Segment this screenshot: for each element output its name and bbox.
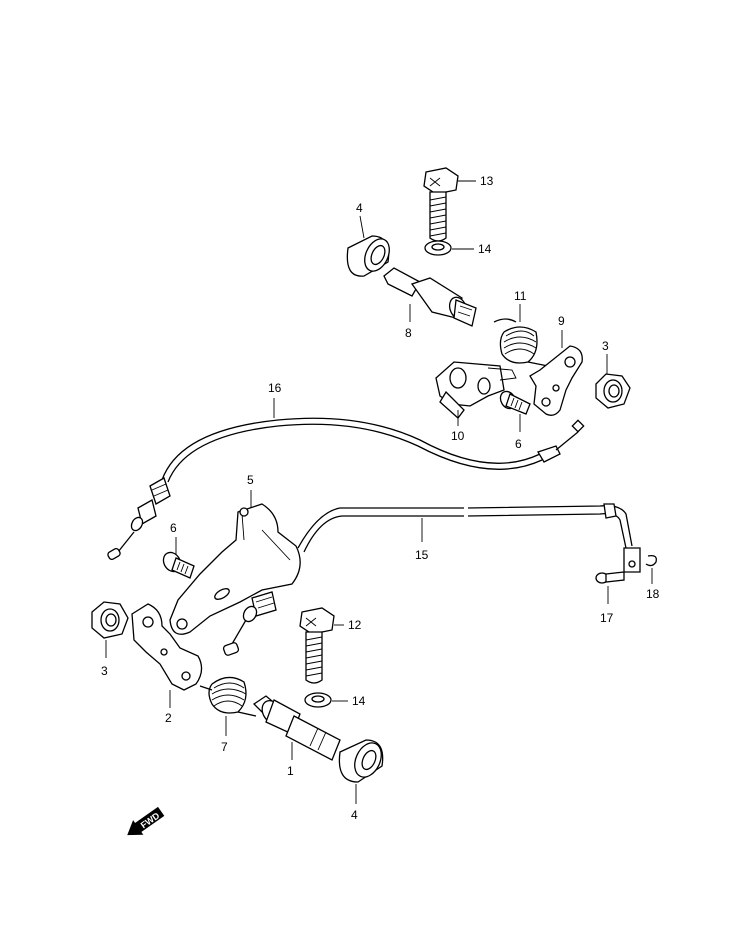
callout-2: 2 [165,711,172,725]
callout-3-upper: 3 [602,339,609,353]
callout-1: 1 [287,764,294,778]
nut-3-lower[interactable] [91,601,129,639]
fwd-arrow-icon: FWD [127,806,165,836]
cable-rod-15[interactable] [222,503,641,656]
lever-2[interactable] [131,603,203,691]
oil-seal-4-upper[interactable] [346,235,394,277]
callout-16: 16 [268,381,282,395]
callout-10: 10 [451,429,465,443]
callout-9: 9 [558,314,565,328]
callout-3-lower: 3 [101,664,108,678]
spring-11[interactable] [493,318,549,367]
nut-3-upper[interactable] [595,373,631,409]
clip-18[interactable] [645,554,657,567]
cable-16[interactable] [107,417,585,561]
callout-7: 7 [221,740,228,754]
callout-5: 5 [247,473,254,487]
shaft-8[interactable] [383,267,477,327]
callout-18: 18 [646,587,660,601]
pin-17[interactable] [595,571,625,584]
callout-14-lower: 14 [352,694,366,708]
callout-14-upper: 14 [478,242,492,256]
screw-6-lower[interactable] [160,549,195,579]
callout-11: 11 [514,289,527,303]
washer-14-lower[interactable] [304,692,332,708]
callout-6-upper: 6 [515,437,522,451]
leader-4-upper [359,215,365,239]
bolt-12[interactable] [299,607,335,684]
cable-holder-10[interactable] [435,361,517,419]
callout-4-upper: 4 [356,201,363,215]
callout-13: 13 [480,174,494,188]
callout-15: 15 [415,548,429,562]
spring-7[interactable] [199,676,257,717]
lever-9[interactable] [529,345,583,416]
oil-seal-4-lower[interactable] [338,739,386,783]
callout-17: 17 [600,611,614,625]
screw-6-upper[interactable] [497,389,531,415]
callout-4-lower: 4 [351,808,358,822]
shaft-1[interactable] [252,695,341,761]
callout-8: 8 [405,326,412,340]
callout-12: 12 [348,618,362,632]
washer-14-upper[interactable] [424,240,452,256]
callout-6-lower: 6 [170,521,177,535]
bolt-13[interactable] [423,167,459,242]
bracket-5[interactable] [169,503,301,635]
